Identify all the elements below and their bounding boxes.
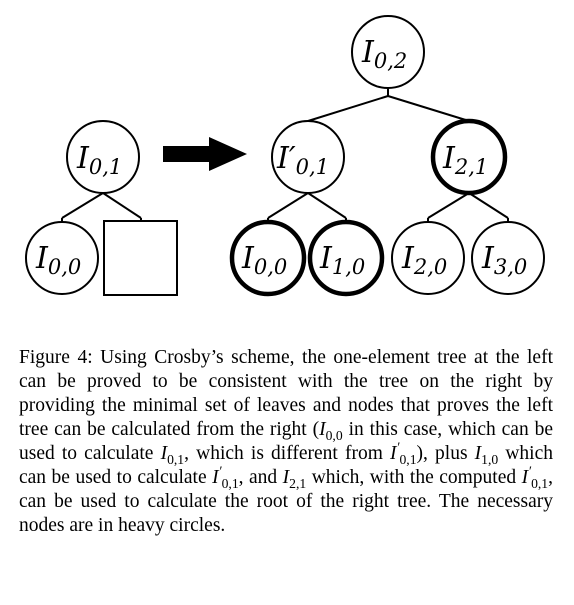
left-leaf-label: I0,0 [35,241,81,279]
caption-text: , and [238,467,283,488]
caption-math: I0,0 [319,419,343,443]
caption-math: I0,1 [160,443,185,467]
right-mid-right-node: I2,1 [430,118,508,196]
right-root-node: I0,2 [351,15,425,89]
figure-caption: Figure 4: Using Crosby’s scheme, the one… [19,346,553,538]
caption-math: I′0,1 [521,463,549,491]
right-leaf-label: I0,0 [241,241,287,279]
caption-text: , which is different from [184,443,390,464]
caption-math: I1,0 [474,443,499,467]
caption-math: I′0,1 [389,439,417,467]
left-leaf-node: I0,0 [25,221,99,295]
left-root-label: I0,1 [76,141,122,179]
right-leaf-label: I2,0 [401,241,447,279]
right-leaf-label: I1,0 [319,241,365,279]
caption-math: I′0,1 [212,463,239,491]
caption-text: ), plus [416,443,475,464]
right-mid-right-label: I2,1 [442,141,488,179]
caption-text: in this case, which can be used to calcu… [19,419,553,464]
right-leaf-node: I1,0 [307,219,385,297]
caption-math: I2,1 [282,467,307,491]
right-leaf-node: I0,0 [229,219,307,297]
caption-text: which, with the computed [306,467,522,488]
right-leaf-node: I2,0 [391,221,465,295]
tree-diagram: I0,1 I0,0 I0,2 I′0,1 I2,1 I0,0 I1,0 I2,0… [25,15,545,297]
right-leaf-node: I3,0 [471,221,545,295]
right-arrow-icon [163,137,247,171]
caption-text: which can be used to calculate [19,443,553,488]
right-mid-left-node: I′0,1 [271,120,345,194]
left-root-node: I0,1 [66,120,140,194]
caption-text: Figure 4: Using Crosby’s scheme, the one… [19,347,553,440]
right-mid-left-label: I′0,1 [276,141,329,179]
right-root-label: I0,2 [361,35,407,73]
empty-leaf-square [103,220,178,296]
right-leaf-label: I3,0 [481,241,527,279]
caption-text: , can be used to calculate the root of t… [19,467,554,536]
